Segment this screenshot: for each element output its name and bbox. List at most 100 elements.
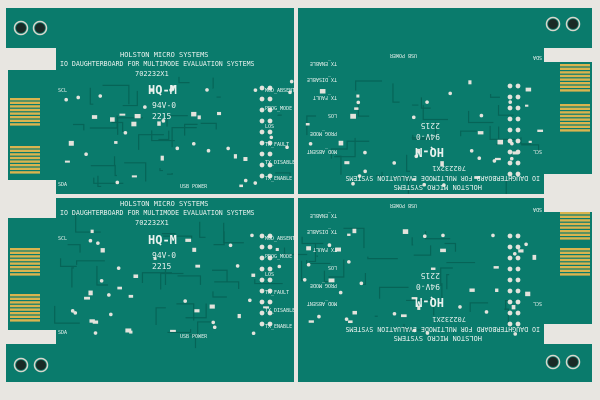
- smd-pad: [512, 151, 519, 155]
- trace: [393, 177, 409, 195]
- via: [363, 150, 367, 155]
- gold-finger: [10, 153, 40, 156]
- smd-pad: [84, 296, 90, 300]
- date-code: 2215: [152, 112, 171, 121]
- header-pad: [259, 266, 265, 272]
- smd-pad: [195, 264, 201, 268]
- header-pad: [515, 83, 521, 89]
- smd-pad: [149, 89, 154, 92]
- header-pad: [507, 310, 513, 316]
- trace: [420, 97, 431, 109]
- via: [357, 174, 362, 178]
- usb-power-label: USB POWER: [389, 202, 417, 208]
- header-pad: [267, 244, 273, 250]
- trace: [346, 140, 370, 150]
- trace: [378, 286, 409, 299]
- gold-finger: [10, 319, 40, 322]
- smd-pad: [243, 157, 248, 162]
- via: [477, 156, 482, 161]
- header-pad: [515, 105, 521, 111]
- trace: [422, 105, 448, 121]
- logo-text: HQ-M: [148, 233, 177, 247]
- copper-traces: [54, 76, 540, 349]
- trace: [330, 148, 348, 159]
- via: [508, 100, 513, 104]
- trace: [306, 259, 331, 265]
- signal-label: TX_ENABLE: [265, 176, 292, 182]
- trace: [97, 175, 102, 188]
- header-pad: [507, 149, 513, 155]
- smd-pad: [494, 157, 501, 161]
- trace: [406, 154, 411, 172]
- trace: [367, 256, 398, 260]
- trace: [406, 299, 435, 316]
- gold-finger: [560, 78, 590, 81]
- via: [98, 94, 103, 98]
- smd-pad: [128, 294, 134, 298]
- date-code: 2215: [421, 121, 440, 130]
- smd-pad: [117, 286, 122, 290]
- trace: [199, 221, 206, 238]
- via: [422, 182, 427, 187]
- signal-label: TX_DISABLE: [265, 308, 295, 314]
- board-top-left: [56, 48, 294, 194]
- header-pad: [267, 85, 273, 91]
- via: [317, 314, 321, 319]
- via: [308, 141, 313, 146]
- gold-finger: [560, 215, 590, 218]
- header-pad: [259, 140, 265, 146]
- smd-pad: [160, 155, 164, 161]
- via: [116, 266, 121, 270]
- gold-finger: [560, 118, 590, 121]
- header-pad: [515, 244, 521, 250]
- usb-power-label: USB POWER: [180, 334, 208, 340]
- logo-text: HQ-M: [148, 83, 177, 97]
- trace: [214, 281, 240, 289]
- signal-label: TX_ENABLE: [310, 212, 337, 218]
- gold-finger: [560, 233, 590, 236]
- trace: [151, 130, 175, 142]
- trace: [505, 179, 514, 199]
- header-pad: [267, 266, 273, 272]
- trace: [308, 243, 317, 263]
- top-rail-left: [6, 8, 294, 48]
- gold-finger: [10, 123, 40, 126]
- header-pad: [515, 233, 521, 239]
- header-pad: [507, 277, 513, 283]
- gold-finger: [560, 107, 590, 110]
- via: [99, 278, 104, 283]
- sda-label: SDA: [533, 54, 542, 60]
- trace: [102, 84, 130, 105]
- signal-label: LOS: [328, 112, 337, 118]
- trace: [159, 168, 163, 172]
- header-pad: [515, 288, 521, 294]
- signal-label: TX_DISABLE: [265, 160, 295, 166]
- trace: [141, 272, 172, 284]
- trace: [489, 93, 500, 98]
- trace: [163, 235, 193, 239]
- smd-pad: [525, 291, 531, 297]
- trace: [441, 283, 443, 300]
- scl-label: SCL: [58, 236, 67, 242]
- board-title: IO DAUGHTERBOARD FOR MULTIMODE EVALUATIO…: [60, 209, 255, 217]
- trace: [413, 245, 432, 256]
- via: [277, 264, 282, 269]
- gold-fingers: [10, 64, 590, 322]
- scl-label: SCL: [58, 88, 67, 94]
- header-pad: [259, 96, 265, 102]
- trace: [90, 156, 116, 167]
- header-pad: [267, 255, 273, 261]
- smd-pad: [129, 330, 133, 334]
- via: [212, 325, 217, 330]
- gold-finger: [10, 105, 40, 108]
- via: [288, 90, 292, 95]
- header-pad: [515, 321, 521, 327]
- header-pad: [259, 277, 265, 283]
- via: [392, 161, 397, 165]
- header-pad: [507, 171, 513, 177]
- gold-finger: [10, 248, 40, 251]
- gold-finger: [560, 114, 590, 118]
- signal-label: PROG_MODE: [310, 130, 337, 136]
- smd-pad: [430, 267, 436, 270]
